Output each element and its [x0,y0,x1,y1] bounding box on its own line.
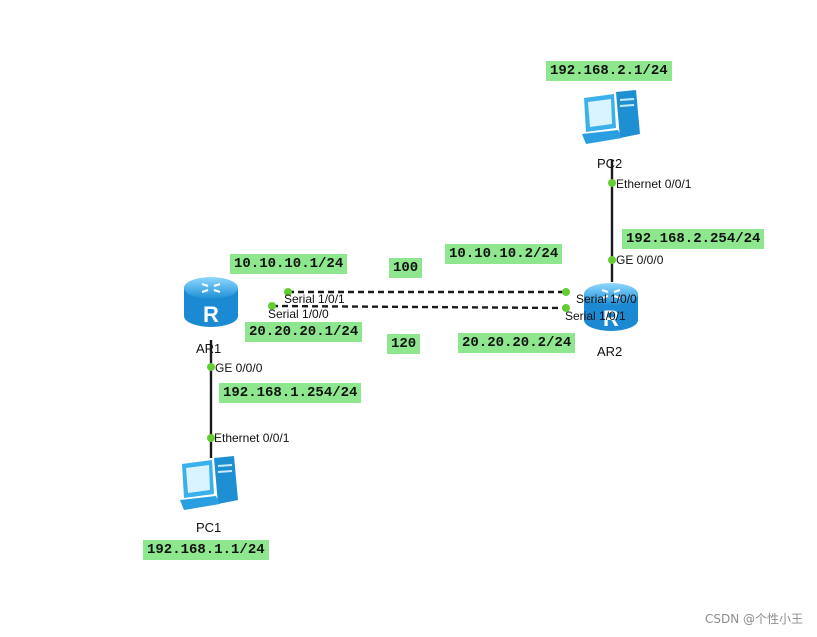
pc-icon [582,90,640,144]
router-icon: R [584,283,638,331]
port-ar2-serial-100: Serial 1/0/0 [576,292,637,306]
port-pc2-ethernet: Ethernet 0/0/1 [616,177,692,191]
cost-label-100: 100 [389,258,423,278]
ip-label-ar2-serial-101: 20.20.20.2/24 [458,333,576,353]
router-ar2[interactable]: R [580,278,642,338]
port-ar1-serial-101: Serial 1/0/1 [284,292,345,306]
device-name-ar1: AR1 [196,341,222,356]
port-ar2-ge000: GE 0/0/0 [616,253,664,267]
port-dot [608,179,616,187]
router-ar1[interactable]: R [180,272,242,334]
port-dot [562,288,570,296]
ip-label-ar1-serial-100: 20.20.20.1/24 [245,322,363,342]
watermark: CSDN @个性小王 [704,612,803,626]
device-name-pc2: PC2 [597,156,623,171]
port-dot [207,434,215,442]
ip-label-ar2-serial-100: 10.10.10.2/24 [445,244,563,264]
port-dot [562,304,570,312]
pc-pc1[interactable] [176,454,242,514]
ip-label-ar2-ge: 192.168.2.254/24 [622,229,765,249]
port-dot [284,288,292,296]
pc-icon [180,456,238,510]
port-ar2-serial-101: Serial 1/0/1 [565,309,626,323]
device-name-pc1: PC1 [196,520,222,535]
ip-label-ar1-ge: 192.168.1.254/24 [219,383,362,403]
device-name-ar2: AR2 [597,344,623,359]
port-dot [207,363,215,371]
ip-label-pc1: 192.168.1.1/24 [143,540,269,560]
link-ar1-ar2-serial-2 [271,304,567,310]
svg-text:R: R [203,302,219,327]
port-pc1-ethernet: Ethernet 0/0/1 [214,431,290,445]
svg-text:R: R [603,306,619,331]
cost-label-120: 120 [387,334,421,354]
ip-label-ar1-serial-101: 10.10.10.1/24 [230,254,348,274]
port-dot [608,256,616,264]
port-ar1-serial-100: Serial 1/0/0 [268,307,329,321]
ip-label-pc2: 192.168.2.1/24 [546,61,672,81]
port-dot [268,302,276,310]
pc-pc2[interactable] [578,88,644,148]
router-icon: R [184,277,238,327]
port-ar1-ge000: GE 0/0/0 [215,361,263,375]
